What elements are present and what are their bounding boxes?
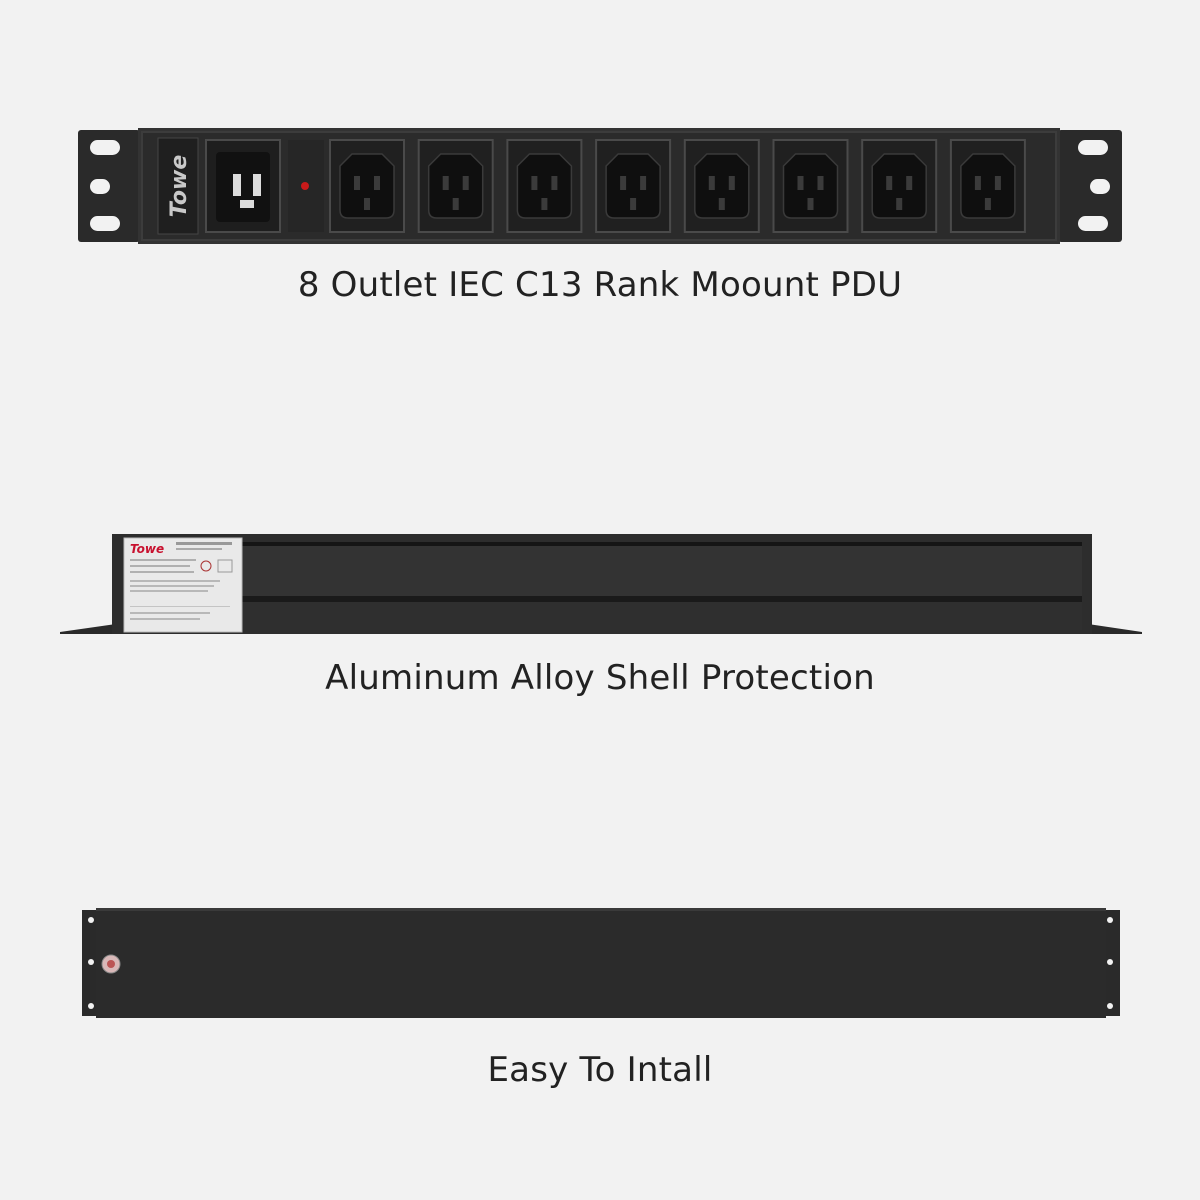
power-indicator bbox=[288, 140, 324, 232]
front-view-caption: 8 Outlet IEC C13 Rank Moount PDU bbox=[297, 265, 903, 305]
outlet-row bbox=[329, 139, 1026, 233]
c13-outlet bbox=[861, 139, 938, 233]
side-view-caption: Aluminum Alloy Shell Protection bbox=[325, 658, 875, 698]
right-mount-ear bbox=[1058, 130, 1122, 242]
c13-outlet bbox=[417, 139, 494, 233]
brand-plate: Towe bbox=[157, 137, 199, 235]
ground-screw bbox=[101, 954, 121, 974]
power-inlet bbox=[205, 139, 281, 233]
c13-outlet bbox=[329, 139, 405, 233]
spec-label: Towe bbox=[123, 537, 243, 633]
right-foot bbox=[1088, 624, 1142, 634]
c13-outlet bbox=[683, 139, 760, 233]
left-end-bracket bbox=[82, 910, 100, 1016]
label-brand-logo: Towe bbox=[130, 542, 164, 556]
pdu-back-image bbox=[82, 908, 1120, 1018]
brand-logo: Towe bbox=[167, 155, 192, 218]
pdu-side-image: Towe bbox=[60, 534, 1142, 634]
side-view-panel: Towe bbox=[0, 528, 1200, 648]
front-view-panel: Towe bbox=[0, 120, 1200, 250]
left-mount-ear bbox=[78, 130, 140, 242]
left-foot bbox=[60, 624, 116, 634]
c13-outlet bbox=[772, 139, 849, 233]
c13-outlet bbox=[595, 139, 672, 233]
back-panel bbox=[96, 908, 1106, 1018]
c13-outlet bbox=[949, 139, 1026, 233]
back-view-panel bbox=[0, 902, 1200, 1024]
c13-outlet bbox=[506, 139, 583, 233]
pdu-front-image: Towe bbox=[78, 128, 1122, 244]
back-view-caption: Easy To Intall bbox=[487, 1050, 713, 1090]
